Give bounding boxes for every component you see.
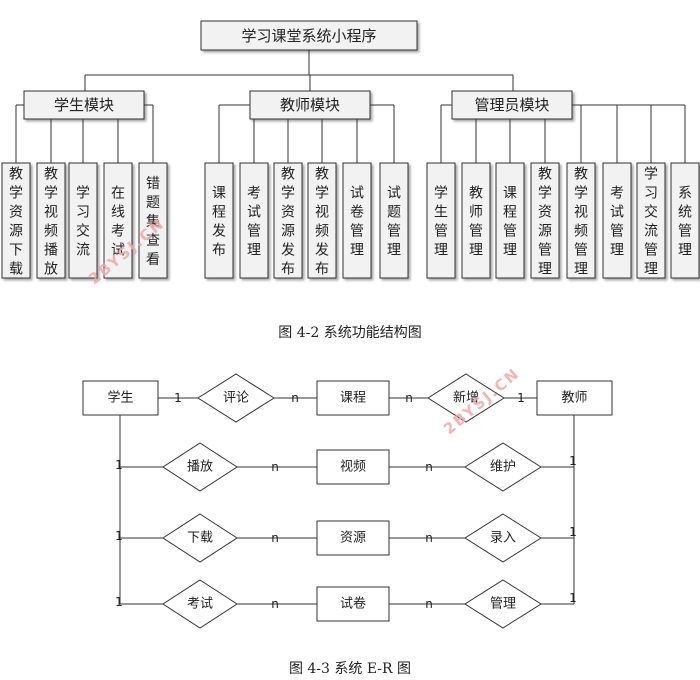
relation-label-comment: 评论 xyxy=(223,391,249,406)
relation-play xyxy=(162,442,238,492)
leaf-label: 课程管理 xyxy=(503,185,517,258)
entity-label-resource: 资源 xyxy=(340,531,366,546)
relation-label-enter: 录入 xyxy=(490,531,516,546)
relation-exam xyxy=(162,579,238,629)
relation-manage xyxy=(464,579,542,629)
cardinality-label: n xyxy=(291,391,299,405)
cardinality-label: n xyxy=(425,531,433,545)
cardinality-label: n xyxy=(271,597,279,611)
leaf-box xyxy=(342,162,372,279)
leaf-label: 学习交流 xyxy=(76,185,90,258)
entity-label-teacher: 教师 xyxy=(561,390,587,406)
leaf-box xyxy=(670,162,700,279)
cardinality-label: 1 xyxy=(569,454,577,468)
leaf-label: 试题管理 xyxy=(387,185,401,258)
leaf-box xyxy=(307,162,337,279)
root-box xyxy=(200,20,418,51)
module-label: 教师模块 xyxy=(280,96,340,114)
cardinality-label: n xyxy=(425,597,433,611)
leaf-label: 学习交流管理 xyxy=(644,166,658,277)
relation-enter xyxy=(464,513,542,563)
cardinality-label: 1 xyxy=(115,529,123,543)
leaf-label: 教学视频管理 xyxy=(574,166,588,277)
relation-add xyxy=(427,373,505,423)
relation-download xyxy=(162,513,238,563)
relation-comment xyxy=(197,373,275,423)
leaf-box xyxy=(273,162,303,279)
module-label: 学生模块 xyxy=(54,96,114,114)
leaf-box xyxy=(636,162,666,279)
relation-label-manage: 管理 xyxy=(490,597,516,612)
leaf-box xyxy=(566,162,596,279)
leaf-box xyxy=(103,162,133,279)
relation-label-add: 新增 xyxy=(453,390,479,406)
leaf-box xyxy=(239,162,269,279)
leaf-label: 教师管理 xyxy=(469,185,483,258)
relation-label-play: 播放 xyxy=(187,460,213,475)
entity-label-student: 学生 xyxy=(107,390,133,406)
leaf-label: 错题集查看 xyxy=(146,176,160,268)
leaf-label: 教学资源管理 xyxy=(538,166,552,277)
leaf-box xyxy=(426,162,456,279)
module-label: 管理员模块 xyxy=(474,96,549,114)
leaf-label: 系统管理 xyxy=(678,185,692,258)
entity-label-paper: 试卷 xyxy=(340,596,366,612)
leaf-box xyxy=(461,162,491,279)
leaf-box xyxy=(602,162,632,279)
relation-label-exam: 考试 xyxy=(187,597,213,612)
cardinality-label: 1 xyxy=(569,591,577,605)
leaf-box xyxy=(495,162,525,279)
entity-label-video: 视频 xyxy=(340,460,366,475)
cardinality-label: n xyxy=(271,531,279,545)
cardinality-label: 1 xyxy=(115,595,123,609)
relation-maintain xyxy=(464,442,542,492)
figure-caption-er: 图 4-3 系统 E-R 图 xyxy=(288,661,412,677)
leaf-box xyxy=(1,162,31,279)
leaf-label: 教学资源下载 xyxy=(9,166,23,277)
entity-student xyxy=(82,380,159,416)
leaf-box xyxy=(68,162,98,279)
cardinality-label: n xyxy=(271,460,279,474)
cardinality-label: 1 xyxy=(517,391,525,405)
leaf-label: 课程发布 xyxy=(212,185,226,258)
leaf-box xyxy=(379,162,409,279)
entity-resource xyxy=(316,520,390,556)
leaf-label: 教学资源发布 xyxy=(281,166,295,277)
cardinality-label: n xyxy=(405,391,413,405)
module-box xyxy=(249,90,371,120)
relation-label-download: 下载 xyxy=(187,531,213,546)
cardinality-label: 1 xyxy=(569,525,577,539)
cardinality-label: 1 xyxy=(174,391,182,405)
leaf-label: 试卷管理 xyxy=(350,185,364,258)
leaf-label: 在线考试 xyxy=(111,185,125,258)
leaf-label: 教学视频播放 xyxy=(44,166,58,277)
leaf-box xyxy=(530,162,560,279)
root-label: 学习课堂系统小程序 xyxy=(241,27,376,45)
leaf-box xyxy=(204,162,234,279)
leaf-box xyxy=(36,162,66,279)
relation-label-maintain: 维护 xyxy=(490,460,516,475)
er-diagram: 学生 课程 教师 评论 新增 1 n n 1 视频 播放 维护 1 n n 1 资源 下载 录入 1 n n 1 试卷 考试 管理… xyxy=(82,373,613,629)
leaf-label: 学生管理 xyxy=(434,185,448,258)
entity-label-course: 课程 xyxy=(340,391,366,406)
cardinality-label: 1 xyxy=(115,458,123,472)
leaf-box xyxy=(138,162,168,279)
leaf-label: 教学视频发布 xyxy=(315,166,329,277)
leaf-label: 考试管理 xyxy=(247,185,261,258)
figure-caption-structure: 图 4-2 系统功能结构图 xyxy=(278,325,422,341)
leaf-label: 考试管理 xyxy=(610,185,624,258)
cardinality-label: n xyxy=(425,460,433,474)
